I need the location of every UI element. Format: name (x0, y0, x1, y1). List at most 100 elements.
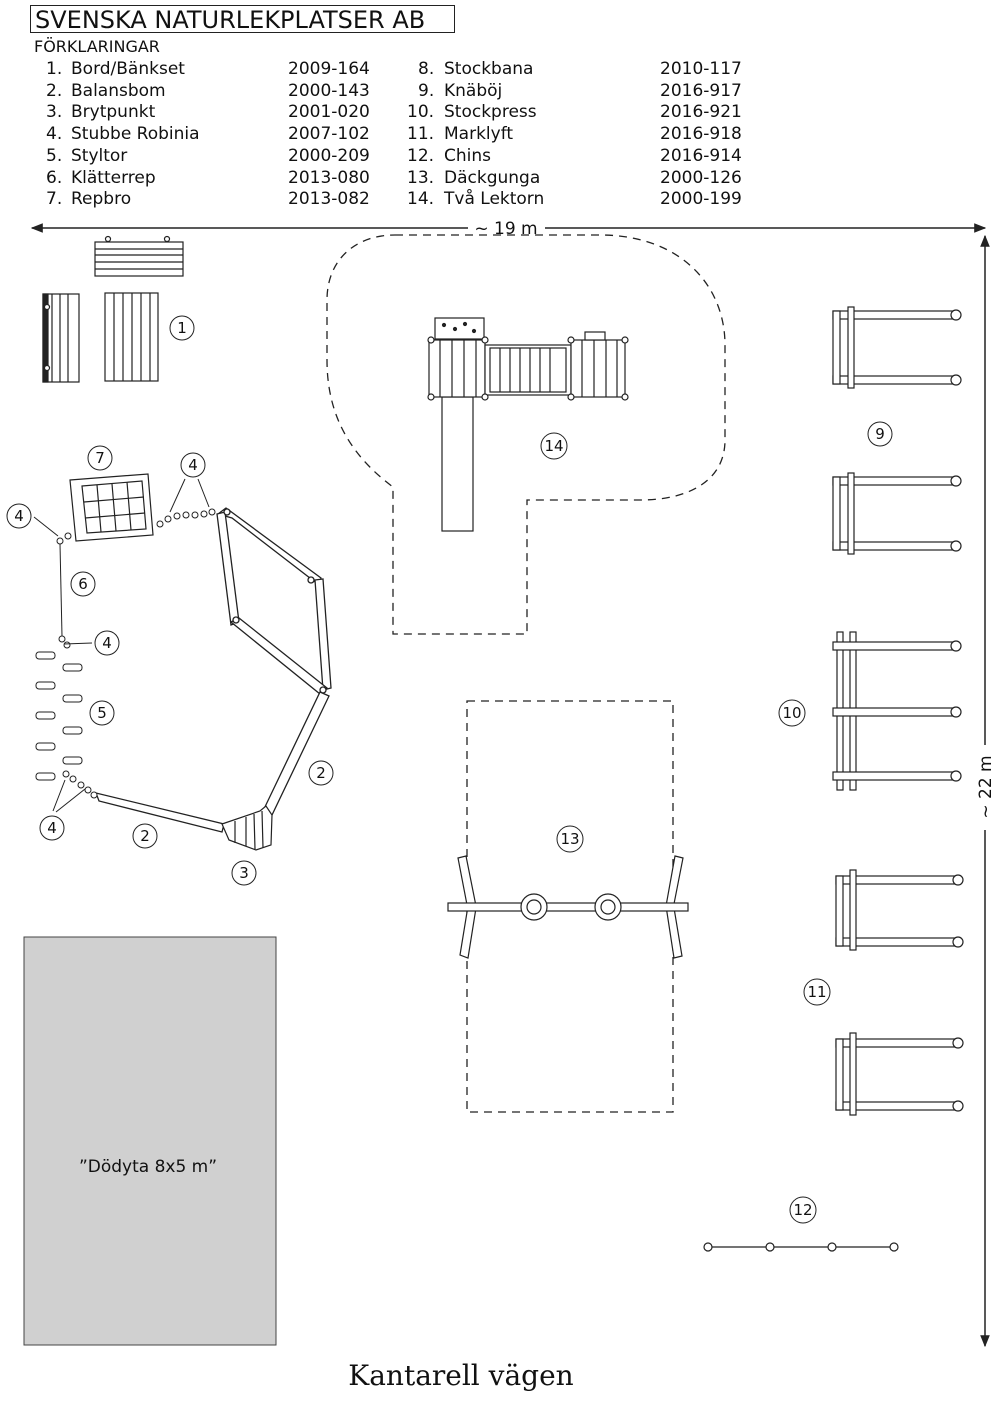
height-label: ~ 22 m (976, 755, 996, 818)
legend-code: 2013-080 (288, 168, 370, 188)
svg-text:3: 3 (239, 864, 249, 882)
marker-14: 14 (540, 432, 568, 460)
svg-text:10: 10 (782, 704, 801, 722)
legend-code: 2009-164 (288, 59, 370, 79)
marker-2: 2 (308, 760, 334, 786)
legend-name: Stubbe Robinia (71, 124, 200, 144)
legend-name: Bord/Bänkset (71, 59, 185, 79)
svg-text:2: 2 (316, 764, 326, 782)
legend-code: 2000-199 (660, 189, 742, 209)
marker-9: 9 (867, 421, 893, 447)
legend-num: 14. (407, 189, 435, 209)
marker-2: 2 (132, 823, 158, 849)
table-bench-set (42, 235, 184, 383)
svg-text:4: 4 (14, 507, 24, 525)
svg-text:4: 4 (188, 456, 198, 474)
marker-5: 5 (89, 700, 115, 726)
marker-4: 4 (39, 815, 65, 841)
legend-code: 2000-143 (288, 81, 370, 101)
svg-text:12: 12 (793, 1201, 812, 1219)
legend-name: Chins (444, 146, 491, 166)
legend-num: 13. (407, 168, 435, 188)
safety-zone-14 (326, 234, 726, 635)
svg-text:1: 1 (177, 319, 187, 337)
legend-num: 7. (46, 189, 63, 209)
legend-title: FÖRKLARINGAR (34, 37, 160, 56)
legend-num: 9. (418, 81, 435, 101)
chins-bar (703, 1242, 899, 1252)
legend-num: 2. (46, 81, 63, 101)
marker-3: 3 (231, 860, 257, 886)
marker-10: 10 (778, 699, 806, 727)
legend-name: Stockbana (444, 59, 534, 79)
balance-frame (94, 507, 332, 833)
marker-1: 1 (169, 315, 195, 341)
legend-num: 10. (407, 102, 435, 122)
rope-bridge (69, 473, 154, 542)
marker-13: 13 (556, 825, 584, 853)
legend-num: 5. (46, 146, 63, 166)
legend-num: 11. (407, 124, 435, 144)
stilts (35, 651, 98, 799)
legend-name: Repbro (71, 189, 132, 209)
legend-name: Marklyft (444, 124, 514, 144)
svg-text:13: 13 (560, 830, 579, 848)
legend-name: Knäböj (444, 81, 503, 101)
play-tower (427, 317, 629, 532)
tire-swing (447, 700, 689, 1113)
width-dimension: ~ 19 m (30, 219, 987, 239)
legend-name: Styltor (71, 146, 128, 166)
svg-text:7: 7 (95, 449, 105, 467)
marker-7: 7 (87, 445, 113, 471)
legend-code: 2013-082 (288, 189, 370, 209)
legend-code: 2001-020 (288, 102, 370, 122)
squat-station (832, 306, 962, 555)
legend-code: 2007-102 (288, 124, 370, 144)
marker-12: 12 (789, 1196, 817, 1224)
legend-code: 2016-914 (660, 146, 742, 166)
markers: 1 2 2 3 4 4 4 4 5 6 7 9 10 11 12 13 14 (6, 315, 893, 1224)
legend-num: 1. (46, 59, 63, 79)
ground-lift (835, 869, 964, 1116)
legend-name: Balansbom (71, 81, 166, 101)
stump-chain (56, 508, 216, 545)
marker-6: 6 (70, 571, 96, 597)
legend-code: 2016-921 (660, 102, 742, 122)
legend-code: 2000-209 (288, 146, 370, 166)
marker-11: 11 (803, 978, 831, 1006)
height-dimension: ~ 22 m (976, 234, 996, 1348)
legend-code: 2000-126 (660, 168, 742, 188)
break-point (221, 805, 273, 851)
svg-text:14: 14 (544, 437, 563, 455)
svg-text:4: 4 (102, 634, 112, 652)
svg-text:9: 9 (875, 425, 885, 443)
svg-text:11: 11 (807, 983, 826, 1001)
leader-lines (33, 478, 210, 813)
svg-text:2: 2 (140, 827, 150, 845)
legend-num: 3. (46, 102, 63, 122)
legend-name: Däckgunga (444, 168, 541, 188)
legend-name: Brytpunkt (71, 102, 156, 122)
marker-4: 4 (94, 630, 120, 656)
svg-text:4: 4 (47, 819, 57, 837)
legend-name: Klätterrep (71, 168, 156, 188)
company-title: SVENSKA NATURLEKPLATSER AB (30, 5, 455, 34)
log-press (832, 631, 962, 791)
marker-4: 4 (6, 503, 32, 529)
climbing-rope (58, 543, 71, 649)
svg-text:6: 6 (78, 575, 88, 593)
legend-num: 6. (46, 168, 63, 188)
legend-code: 2016-918 (660, 124, 742, 144)
legend-code: 2016-917 (660, 81, 742, 101)
legend-num: 12. (407, 146, 435, 166)
marker-4: 4 (180, 452, 206, 478)
road-label: Kantarell vägen (348, 1359, 573, 1392)
dead-zone: ”Dödyta 8x5 m” (23, 936, 277, 1346)
legend-code: 2010-117 (660, 59, 742, 79)
svg-text:5: 5 (97, 704, 107, 722)
legend-num: 8. (418, 59, 435, 79)
dead-zone-label: ”Dödyta 8x5 m” (79, 1157, 217, 1177)
legend-name: Stockpress (444, 102, 537, 122)
